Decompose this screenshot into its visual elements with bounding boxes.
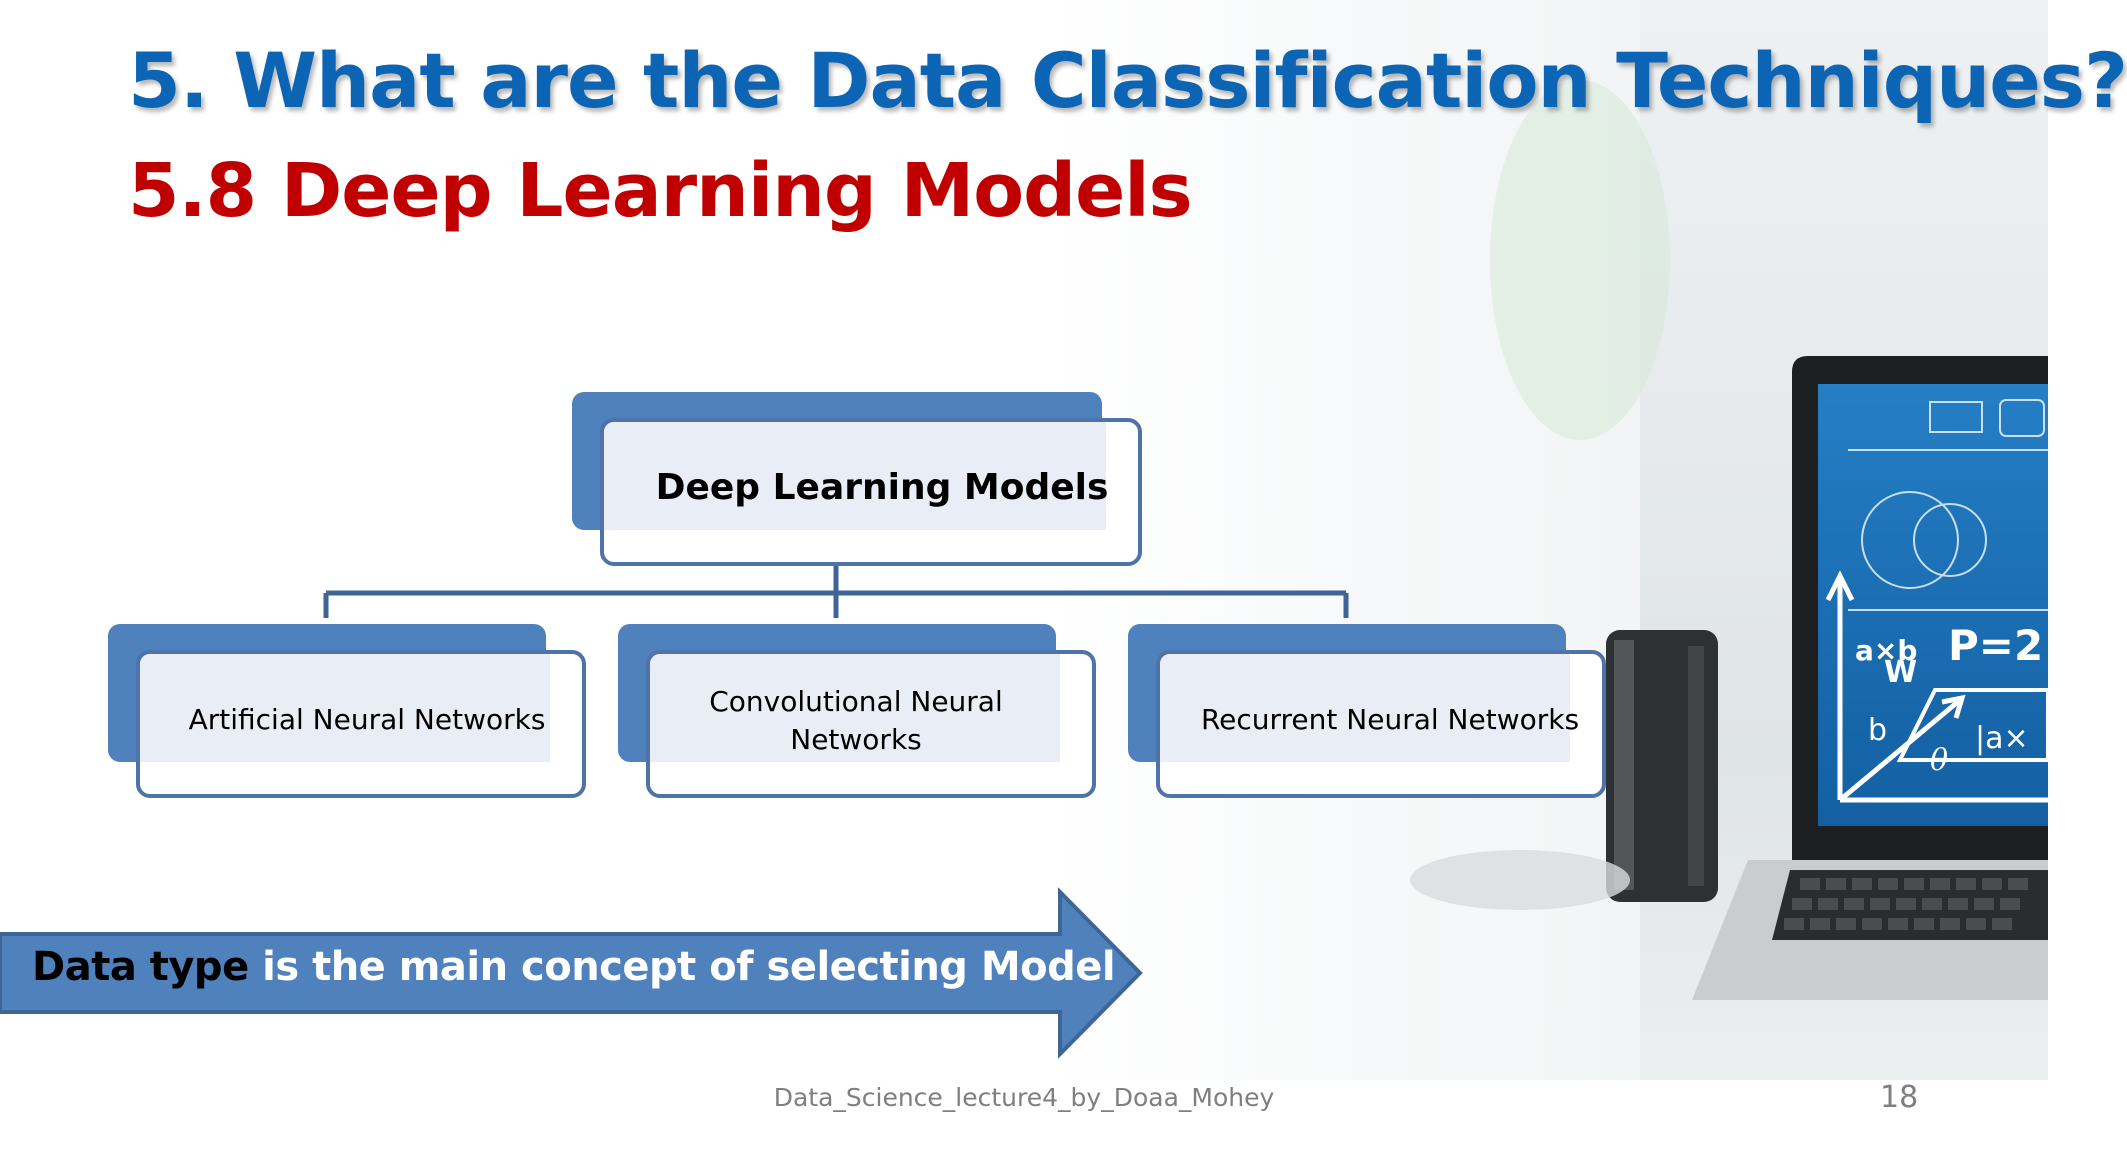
screen-text-abs: |a× <box>1975 721 2029 756</box>
screen-text-w: W <box>1884 655 1917 690</box>
arrow-banner-text: Data type is the main concept of selecti… <box>32 944 1116 990</box>
diagram-node-rnn: Recurrent Neural Networks <box>1128 624 1606 800</box>
blurred-plant <box>1490 80 1670 440</box>
diagram-node-ann: Artificial Neural Networks <box>108 624 586 800</box>
laptop-photo: a×b W P=2 b |a× θ <box>1410 80 2050 1000</box>
slide-title: 5. What are the Data Classification Tech… <box>128 36 2127 125</box>
banner-rest: is the main concept of selecting Model <box>248 944 1116 990</box>
slide-subtitle: 5.8 Deep Learning Models <box>128 148 1193 234</box>
diagram-node-cnn: Convolutional Neural Networks <box>618 624 1096 800</box>
slide-footer: Data_Science_lecture4_by_Doaa_Mohey <box>773 1083 1275 1112</box>
screen-text-axb: a×b <box>1855 634 1917 667</box>
arrow-banner <box>0 887 1143 1059</box>
banner-keyword: Data type <box>32 944 249 990</box>
screen-formula: P=2 <box>1948 621 2043 670</box>
slide: a×b W P=2 b |a× θ <box>0 0 2127 1115</box>
diagram-root-node: Deep Learning Models <box>572 392 1142 568</box>
node-label-ann: Artificial Neural Networks <box>188 703 546 736</box>
page-number: 18 <box>1880 1080 1919 1115</box>
glasses-blur <box>1410 850 1630 910</box>
node-label-cnn: Convolutional Neural Networks <box>709 685 1003 756</box>
screen-text-theta: θ <box>1930 743 1948 778</box>
screen-text-b: b <box>1868 713 1887 748</box>
node-label-rnn: Recurrent Neural Networks <box>1200 703 1580 736</box>
root-node-label: Deep Learning Models <box>655 466 1109 508</box>
